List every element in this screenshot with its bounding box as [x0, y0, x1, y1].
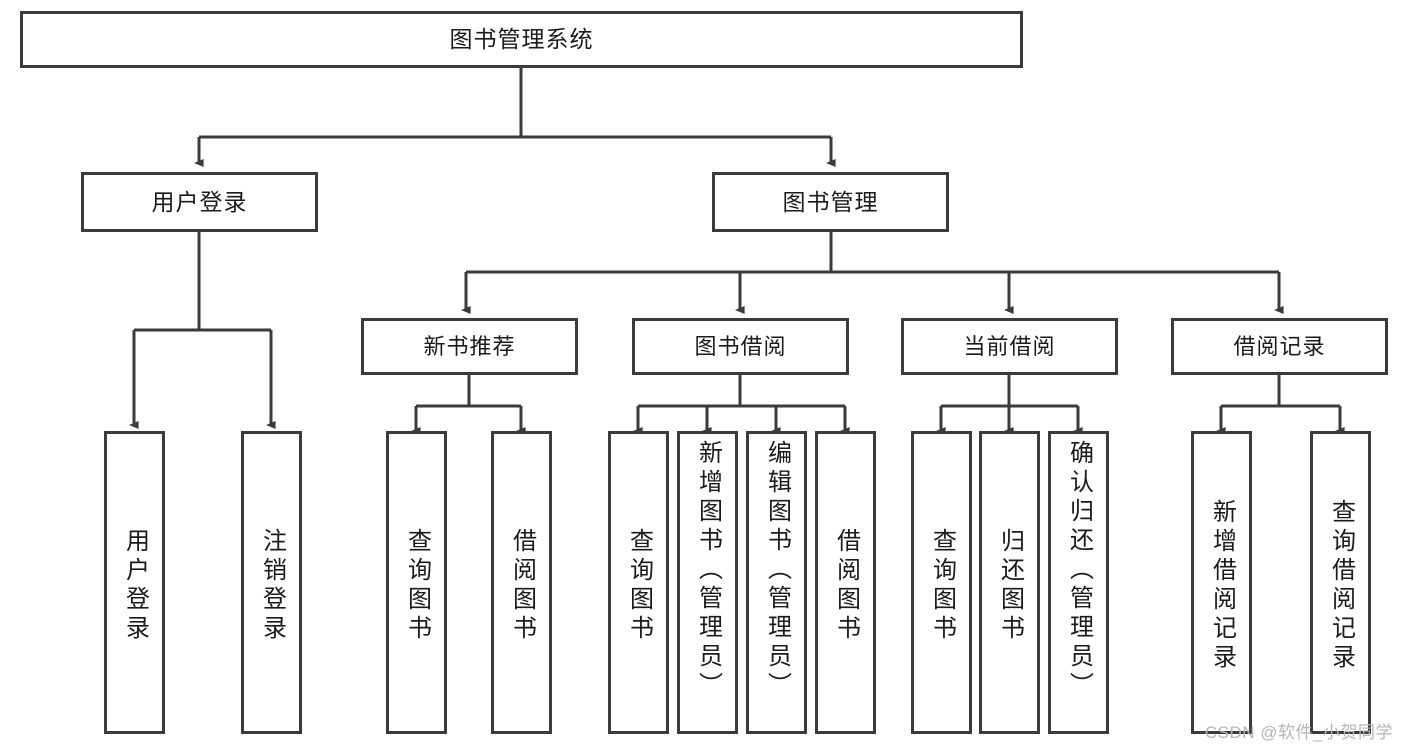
leaf-book-borrow-borrow-label: 借阅图书: [832, 527, 860, 644]
leaf-book-borrow-add[interactable]: 新增图书（管理员）: [677, 431, 738, 734]
leaf-book-borrow-add-label: 新增图书（管理员）: [694, 440, 722, 701]
leaf-book-borrow-query-label: 查询图书: [625, 527, 653, 644]
leaf-current-borrow-confirm-label: 确认归还（管理员）: [1065, 440, 1093, 701]
leaf-new-book-query-label: 查询图书: [403, 527, 431, 644]
leaf-new-book-query[interactable]: 查询图书: [386, 431, 447, 734]
leaf-user-login-login-label: 用户登录: [121, 527, 149, 644]
node-user-login-label: 用户登录: [151, 188, 248, 215]
leaf-book-borrow-query[interactable]: 查询图书: [608, 431, 669, 734]
node-current-borrow[interactable]: 当前借阅: [901, 318, 1118, 375]
watermark: CSDN @软件_小贺同学: [1204, 723, 1393, 742]
node-current-borrow-label: 当前借阅: [963, 333, 1056, 359]
node-new-book-recommend-label: 新书推荐: [423, 333, 516, 359]
node-user-login[interactable]: 用户登录: [81, 172, 318, 232]
leaf-borrow-record-add-label: 新增借阅记录: [1208, 498, 1236, 673]
leaf-book-borrow-edit[interactable]: 编辑图书（管理员）: [746, 431, 807, 734]
leaf-borrow-record-add[interactable]: 新增借阅记录: [1191, 431, 1252, 734]
node-root[interactable]: 图书管理系统: [20, 11, 1023, 68]
leaf-current-borrow-confirm[interactable]: 确认归还（管理员）: [1048, 431, 1109, 734]
leaf-user-login-login[interactable]: 用户登录: [104, 431, 165, 734]
leaf-borrow-record-query[interactable]: 查询借阅记录: [1310, 431, 1371, 734]
node-book-management-label: 图书管理: [782, 188, 879, 215]
leaf-new-book-borrow-label: 借阅图书: [508, 527, 536, 644]
node-borrow-record[interactable]: 借阅记录: [1171, 318, 1388, 375]
node-new-book-recommend[interactable]: 新书推荐: [361, 318, 578, 375]
leaf-current-borrow-return-label: 归还图书: [996, 527, 1024, 644]
node-borrow-record-label: 借阅记录: [1233, 333, 1326, 359]
node-book-borrow-label: 图书借阅: [694, 333, 787, 359]
leaf-current-borrow-query[interactable]: 查询图书: [911, 431, 972, 734]
leaf-book-borrow-edit-label: 编辑图书（管理员）: [763, 440, 791, 701]
leaf-new-book-borrow[interactable]: 借阅图书: [491, 431, 552, 734]
leaf-book-borrow-borrow[interactable]: 借阅图书: [815, 431, 876, 734]
node-book-borrow[interactable]: 图书借阅: [632, 318, 849, 375]
node-root-label: 图书管理系统: [449, 26, 594, 53]
leaf-user-login-logout-label: 注销登录: [258, 527, 286, 644]
leaf-user-login-logout[interactable]: 注销登录: [241, 431, 302, 734]
leaf-current-borrow-return[interactable]: 归还图书: [979, 431, 1040, 734]
leaf-current-borrow-query-label: 查询图书: [928, 527, 956, 644]
leaf-borrow-record-query-label: 查询借阅记录: [1327, 498, 1355, 673]
node-book-management[interactable]: 图书管理: [712, 172, 949, 232]
